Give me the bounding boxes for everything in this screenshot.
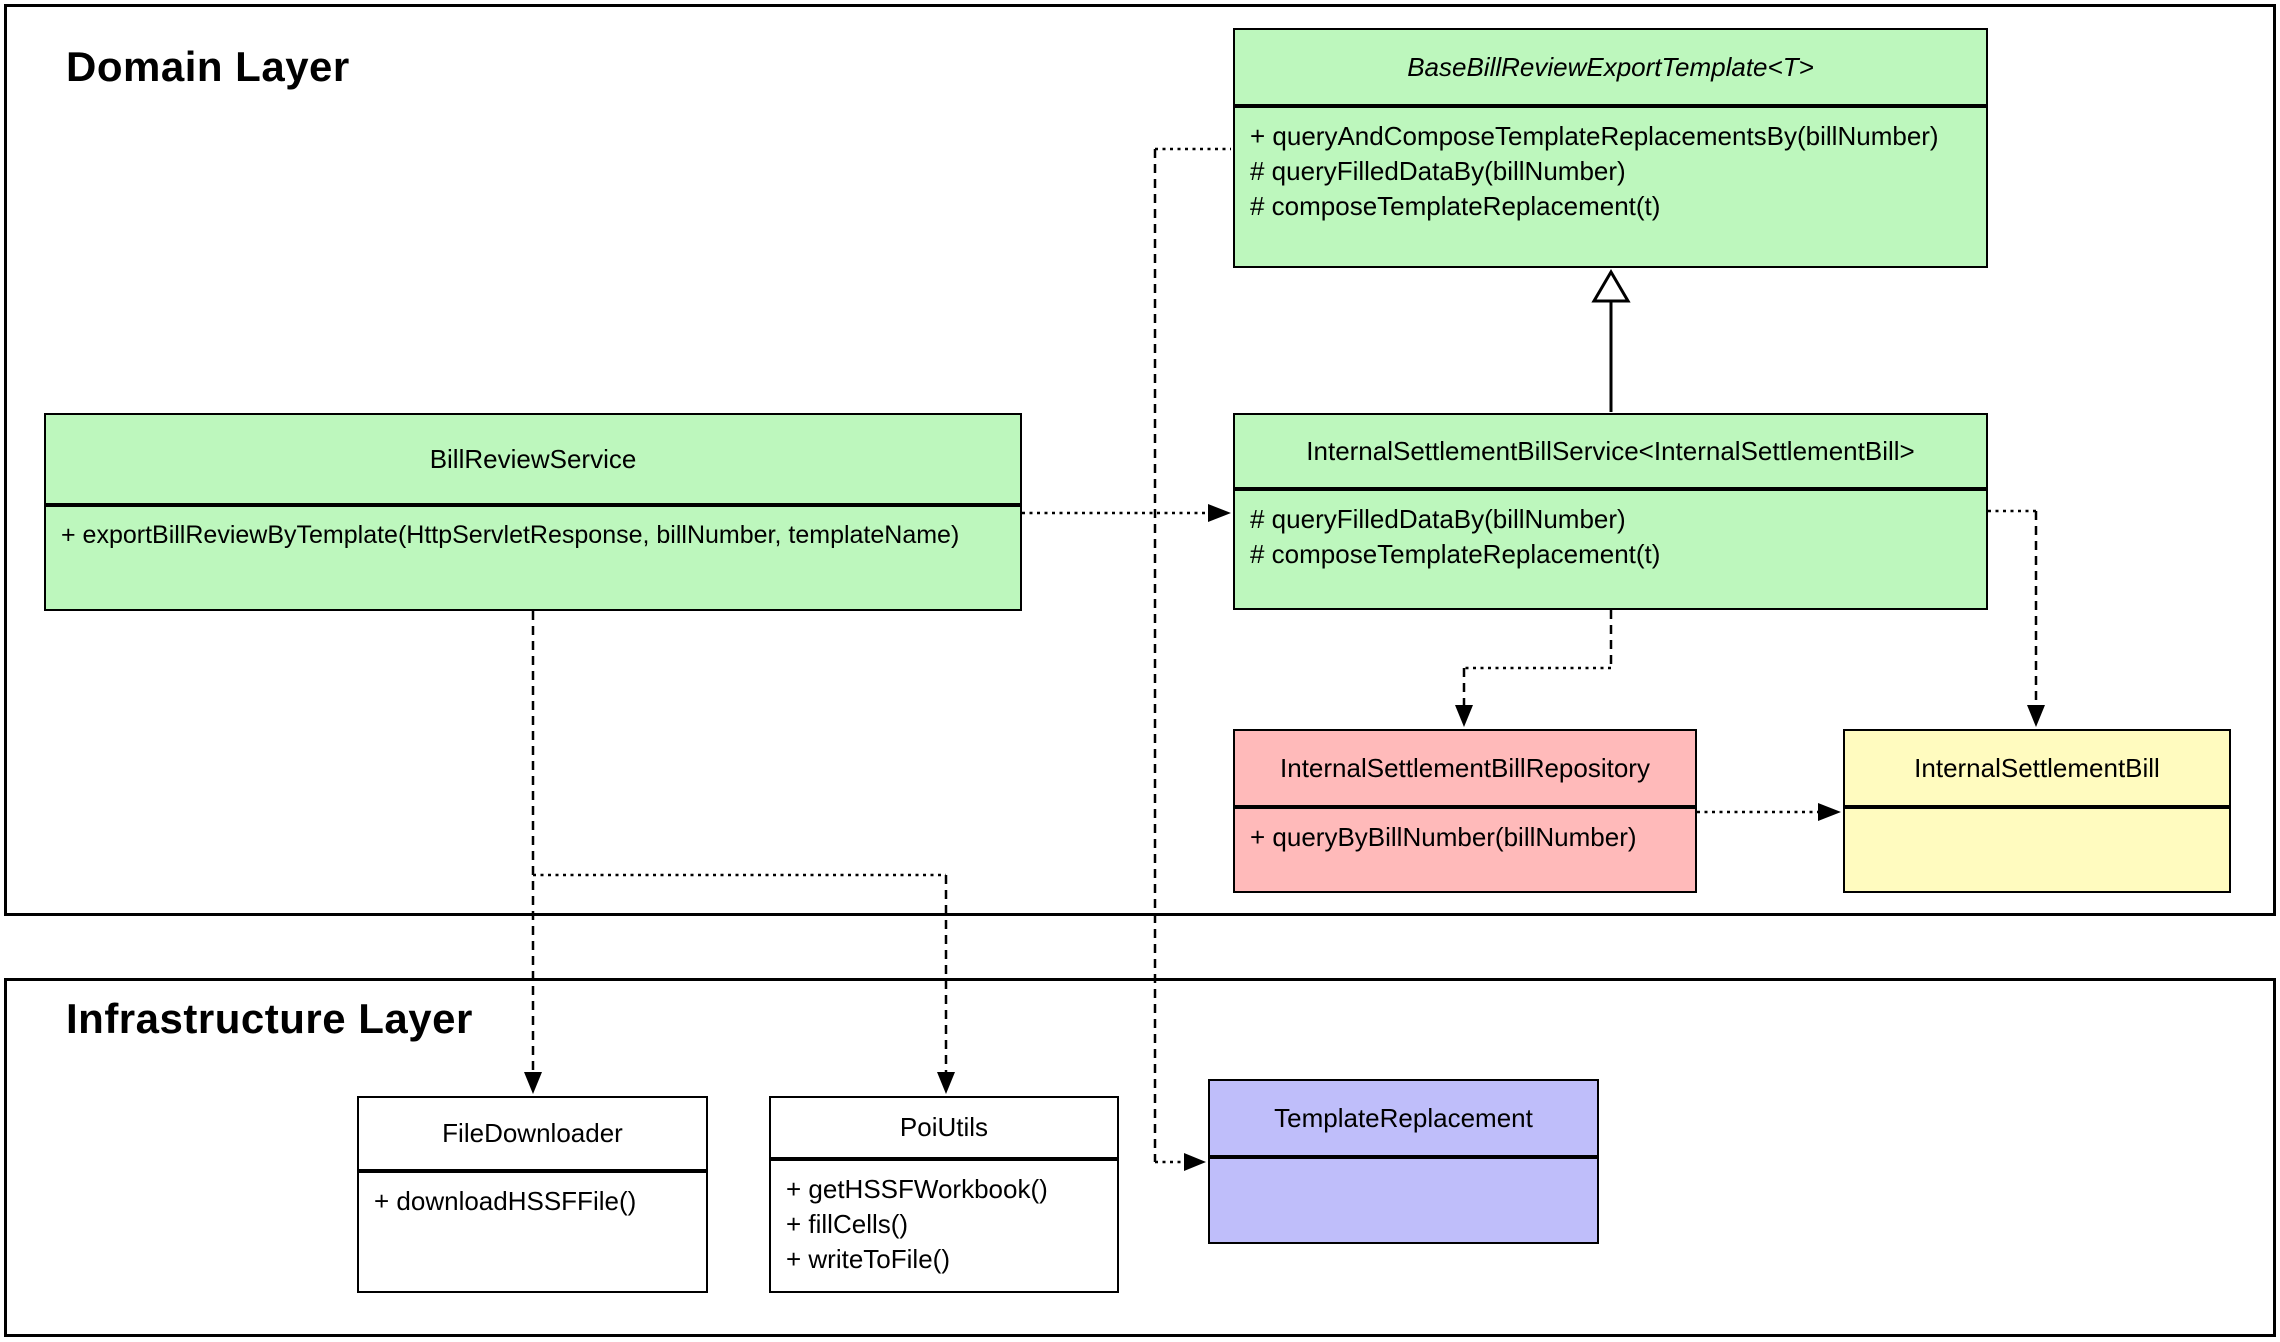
method: # composeTemplateReplacement(t) [1250,539,1661,569]
method: + getHSSFWorkbook() [786,1174,1048,1204]
method: + downloadHSSFFile() [374,1186,637,1216]
class-title: BillReviewService [46,415,1020,507]
class-title: TemplateReplacement [1210,1081,1597,1159]
class-methods: + downloadHSSFFile() [359,1173,706,1291]
class-methods: + queryByBillNumber(billNumber) [1235,809,1695,891]
class-methods [1845,809,2229,891]
method: + queryAndComposeTemplateReplacementsBy(… [1250,121,1939,151]
dependency-service-to-bill [1988,509,2045,727]
domain-layer-label: Domain Layer [66,43,350,90]
domain-layer-box [4,4,2276,916]
method: # queryFilledDataBy(billNumber) [1250,156,1626,186]
class-internal-settlement-bill: InternalSettlementBill [1843,729,2231,893]
class-poi-utils: PoiUtils + getHSSFWorkbook() + fillCells… [769,1096,1119,1293]
dependency-repository-to-bill [1697,803,1841,821]
class-template-replacement: TemplateReplacement [1208,1079,1599,1244]
class-title: InternalSettlementBill [1845,731,2229,809]
method: + writeToFile() [786,1244,950,1274]
class-title: InternalSettlementBillService<InternalSe… [1235,415,1986,491]
class-methods: + queryAndComposeTemplateReplacementsBy(… [1235,108,1986,266]
method: # queryFilledDataBy(billNumber) [1250,504,1626,534]
dependency-service-to-filedownloader [524,611,542,1094]
class-methods: + exportBillReviewByTemplate(HttpServlet… [46,507,1020,609]
dependency-trunk [1153,147,1231,1171]
class-title: FileDownloader [359,1098,706,1173]
dependency-service-to-poiutils [533,873,955,1094]
dependency-service-to-repository [1455,610,1613,727]
infrastructure-layer-box [4,978,2276,1337]
method: # composeTemplateReplacement(t) [1250,191,1661,221]
method: + queryByBillNumber(billNumber) [1250,822,1637,852]
method: + fillCells() [786,1209,909,1239]
class-internal-settlement-bill-repository: InternalSettlementBillRepository + query… [1233,729,1697,893]
method: + exportBillReviewByTemplate(HttpServlet… [61,521,960,549]
class-methods [1210,1159,1597,1242]
class-title: InternalSettlementBillRepository [1235,731,1695,809]
generalization-arrow [1591,269,1631,412]
class-title: PoiUtils [771,1098,1117,1161]
class-methods: # queryFilledDataBy(billNumber) # compos… [1235,491,1986,608]
dependency-service-to-service [1022,504,1231,522]
class-internal-settlement-bill-service: InternalSettlementBillService<InternalSe… [1233,413,1988,610]
class-base-bill-review-export-template: BaseBillReviewExportTemplate<T> + queryA… [1233,28,1988,268]
infrastructure-layer-label: Infrastructure Layer [66,995,473,1042]
class-file-downloader: FileDownloader + downloadHSSFFile() [357,1096,708,1293]
class-methods: + getHSSFWorkbook() + fillCells() + writ… [771,1161,1117,1291]
class-bill-review-service: BillReviewService + exportBillReviewByTe… [44,413,1022,611]
class-title: BaseBillReviewExportTemplate<T> [1235,30,1986,108]
